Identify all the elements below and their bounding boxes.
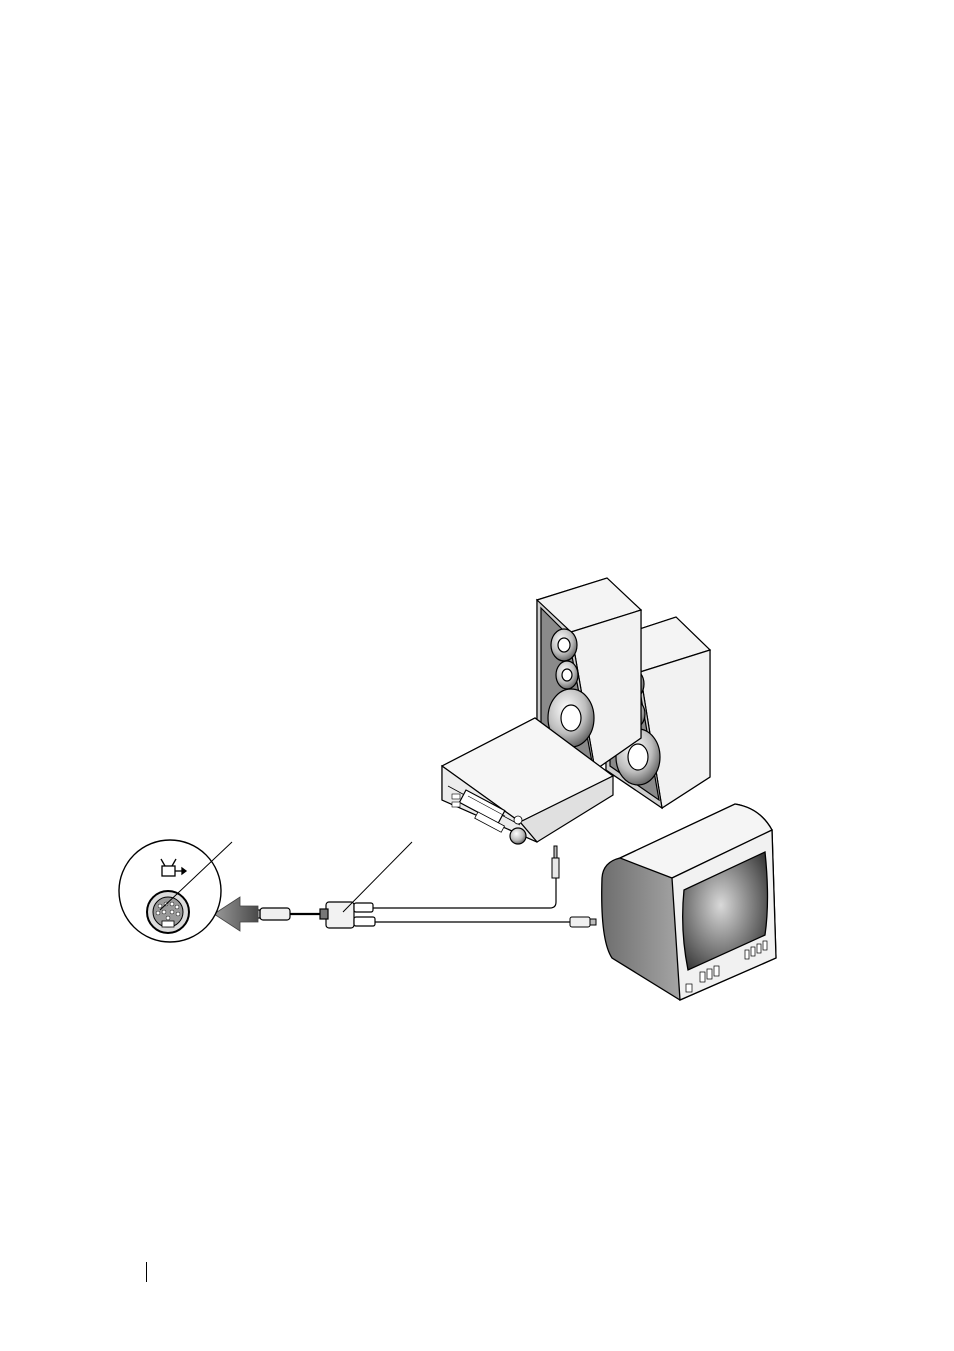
adapter [320, 902, 375, 928]
audio-plug-receiver [552, 846, 559, 878]
insert-arrow [214, 897, 258, 931]
video-plug-tv [570, 917, 596, 927]
callout-line-2 [343, 842, 412, 912]
tv-out-port [119, 840, 221, 942]
page-margin-rule [146, 1262, 147, 1282]
television [602, 804, 776, 1000]
